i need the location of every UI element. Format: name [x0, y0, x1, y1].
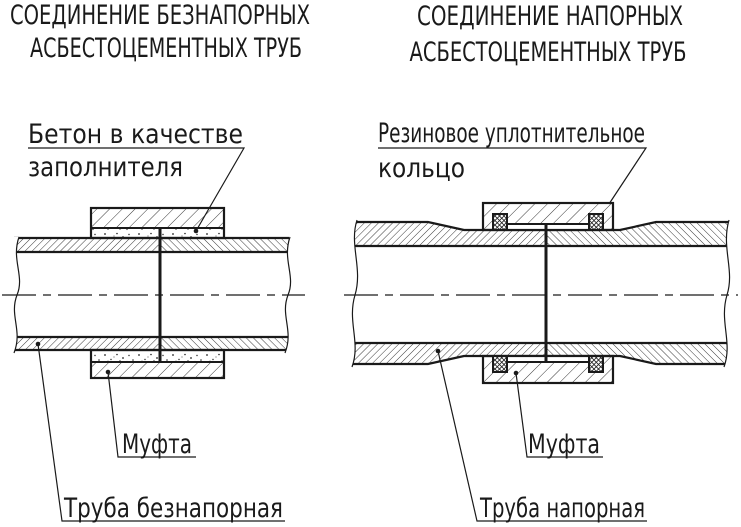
label-pipe-right: Труба напорная: [479, 493, 645, 524]
leader-coupling-left: [105, 369, 196, 458]
coupling-bottom: [89, 348, 226, 380]
rubber-ring-bottom-left: [492, 355, 508, 373]
rubber-ring-top-right: [588, 213, 604, 231]
pipe-wall-top: [14, 236, 289, 254]
left-title-line1: СОЕДИНЕНИЕ БЕЗНАПОРНЫХ: [10, 0, 310, 31]
label-rubber-ring-line1: Резиновое уплотнительное: [378, 118, 645, 149]
right-title-line2: АСБЕСТОЦЕМЕНТНЫХ ТРУБ: [410, 37, 687, 68]
concrete-filler-bottom: [91, 350, 224, 362]
leader-concrete-filler: [28, 147, 246, 234]
label-concrete-filler-line2: заполнителя: [28, 152, 183, 183]
leader-rubber-ring: [378, 147, 648, 205]
pipe-wall-bottom: [14, 335, 289, 352]
leader-pipe-right: [435, 348, 647, 522]
label-concrete-filler-line1: Бетон в качестве: [28, 119, 243, 150]
label-coupling-right: Муфта: [528, 429, 600, 460]
rubber-ring-bottom-right: [588, 355, 604, 373]
pipe-wall-top: [350, 220, 730, 248]
rubber-ring-top-left: [492, 213, 508, 231]
label-coupling-left: Муфта: [122, 429, 192, 460]
concrete-filler-top: [91, 228, 224, 238]
coupling-top: [481, 201, 615, 232]
leader-coupling-right: [513, 370, 603, 458]
left-diagram-nonpressure: [0, 206, 320, 380]
right-diagram-pressure: [330, 201, 741, 385]
coupling-bottom: [481, 354, 615, 385]
right-title-line1: СОЕДИНЕНИЕ НАПОРНЫХ: [417, 1, 683, 32]
left-title-line2: АСБЕСТОЦЕМЕНТНЫХ ТРУБ: [30, 33, 302, 64]
label-rubber-ring-line2: кольцо: [378, 153, 465, 184]
leader-pipe-left: [35, 341, 285, 522]
label-pipe-left: Труба безнапорная: [63, 493, 283, 524]
coupling-top: [89, 206, 226, 240]
